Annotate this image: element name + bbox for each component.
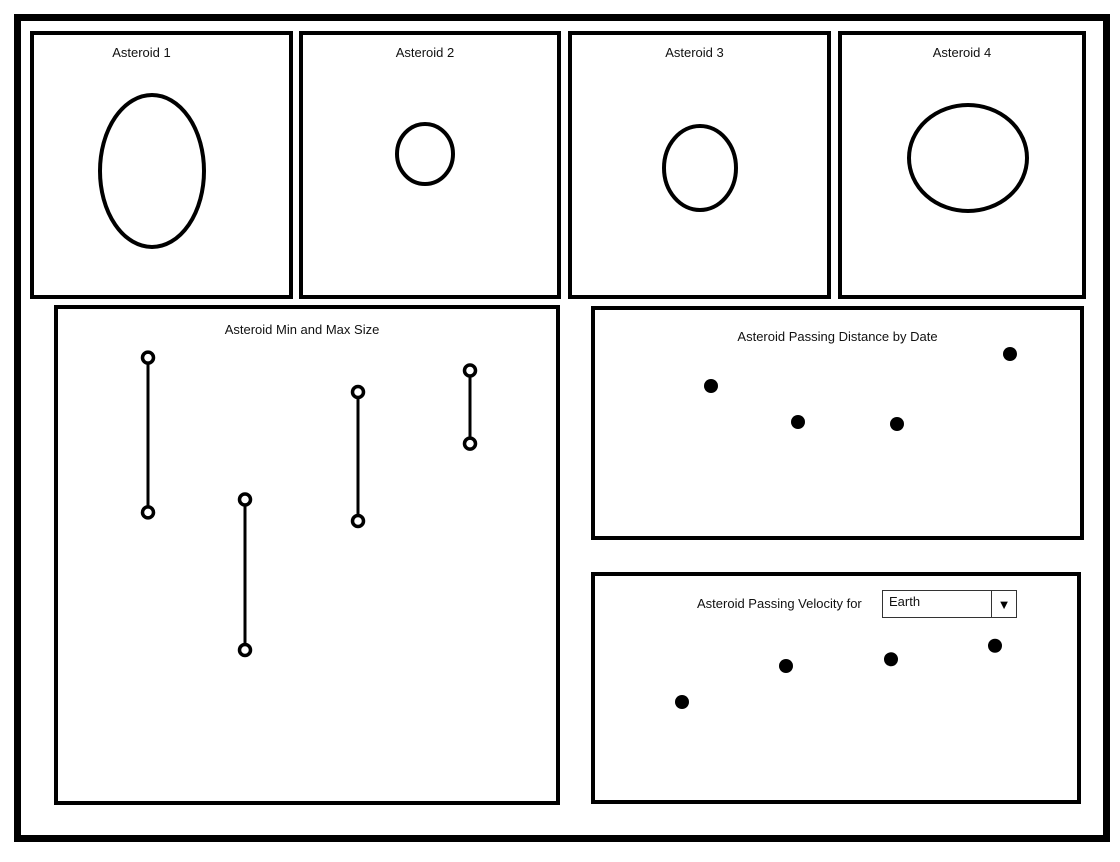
velocity-point-2 xyxy=(779,659,793,673)
asteroid-2-shape-svg xyxy=(395,122,455,186)
distance-point-3 xyxy=(890,417,904,431)
distance-chart-svg xyxy=(704,347,1017,431)
max-marker-3 xyxy=(350,384,366,400)
asteroid-panel-2: Asteroid 2 xyxy=(299,31,561,299)
distance-point-2 xyxy=(791,415,805,429)
asteroid-1-title: Asteroid 1 xyxy=(112,45,171,60)
distance-chart-panel: Asteroid Passing Distance by Date xyxy=(591,306,1084,540)
max-marker-4 xyxy=(462,363,478,378)
velocity-chart-panel: Asteroid Passing Velocity for Earth ▼ xyxy=(591,572,1081,804)
distance-chart-title: Asteroid Passing Distance by Date xyxy=(737,329,938,344)
size-chart-title: Asteroid Min and Max Size xyxy=(224,322,380,337)
asteroid-panel-1: Asteroid 1 xyxy=(30,31,293,299)
min-marker-4 xyxy=(462,436,478,451)
velocity-chart-svg xyxy=(675,638,1002,709)
max-marker-2 xyxy=(237,492,253,507)
dashboard-frame: Asteroid 1 Asteroid 2 Asteroid 3 Asteroi… xyxy=(14,14,1110,842)
asteroid-2-title: Asteroid 2 xyxy=(395,45,455,60)
velocity-point-1 xyxy=(675,695,689,709)
size-chart-panel: Asteroid Min and Max Size xyxy=(54,305,560,805)
asteroid-3-ellipse xyxy=(662,124,738,212)
asteroid-1-shape-svg xyxy=(98,93,206,249)
asteroid-1-ellipse xyxy=(98,93,206,249)
max-marker-1 xyxy=(140,350,156,365)
distance-point-1 xyxy=(704,379,718,393)
asteroid-3-title: Asteroid 3 xyxy=(665,45,724,60)
min-marker-2 xyxy=(237,642,253,658)
planet-select[interactable]: Earth ▼ xyxy=(882,590,1017,618)
asteroid-4-ellipse xyxy=(907,103,1029,213)
min-marker-1 xyxy=(140,505,156,520)
asteroid-4-shape-svg xyxy=(907,103,1029,213)
asteroid-2-ellipse xyxy=(395,122,455,186)
velocity-chart-title: Asteroid Passing Velocity for xyxy=(697,596,862,611)
size-chart-svg xyxy=(140,350,478,658)
min-marker-3 xyxy=(350,513,366,529)
distance-point-4 xyxy=(1003,347,1017,361)
planet-select-value: Earth xyxy=(889,594,921,609)
chevron-down-icon[interactable]: ▼ xyxy=(991,591,1016,617)
velocity-point-3 xyxy=(884,652,898,667)
asteroid-panel-3: Asteroid 3 xyxy=(568,31,831,299)
asteroid-4-title: Asteroid 4 xyxy=(932,45,992,60)
asteroid-panel-4: Asteroid 4 xyxy=(838,31,1086,299)
asteroid-3-shape-svg xyxy=(662,124,738,212)
velocity-point-4 xyxy=(988,638,1002,653)
